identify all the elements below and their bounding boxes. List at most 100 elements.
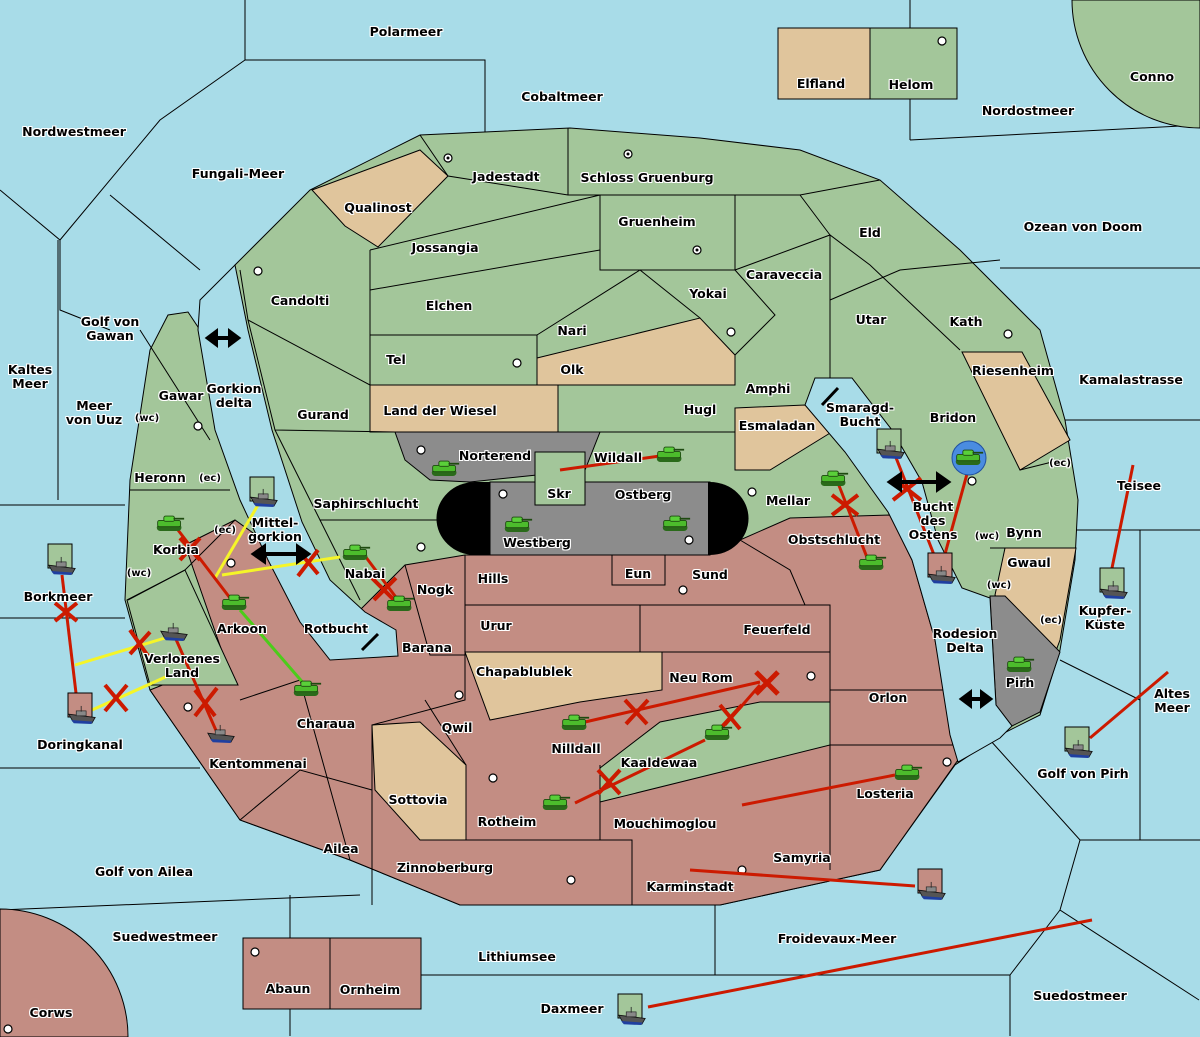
- province-label[interactable]: Ostberg: [614, 487, 672, 502]
- sea-label[interactable]: Nordostmeer: [981, 103, 1075, 118]
- sea-label[interactable]: Kupfer- Küste: [1078, 603, 1132, 632]
- province-label[interactable]: Arkoon: [217, 621, 267, 636]
- province-label[interactable]: Rotheim: [477, 814, 537, 829]
- province-label[interactable]: Qwil: [441, 720, 473, 735]
- sea-label[interactable]: Kamalastrasse: [1079, 372, 1183, 387]
- sea-label[interactable]: Fungali-Meer: [191, 166, 285, 181]
- province-label[interactable]: Nabai: [344, 566, 386, 581]
- province-label[interactable]: Gurand: [297, 407, 349, 422]
- sea-label[interactable]: Rotbucht: [303, 621, 369, 636]
- province-label[interactable]: Land der Wiesel: [383, 403, 497, 418]
- sea-label[interactable]: Ozean von Doom: [1023, 219, 1143, 234]
- province-label[interactable]: Hills: [477, 571, 509, 586]
- island-label[interactable]: Elfland: [796, 76, 846, 91]
- island-label[interactable]: Abaun: [265, 981, 311, 996]
- province-label[interactable]: Schloss Gruenburg: [580, 170, 714, 185]
- island-label[interactable]: Conno: [1129, 69, 1175, 84]
- coast-label-bynn-ec[interactable]: (ec): [1049, 458, 1071, 469]
- coast-label-gwaul-ec[interactable]: (ec): [1040, 615, 1062, 626]
- province-label[interactable]: Kaaldewaa: [620, 755, 698, 770]
- province-label[interactable]: Riesenheim: [972, 363, 1054, 378]
- province-label[interactable]: Nari: [557, 323, 587, 338]
- province-label[interactable]: Eun: [624, 566, 652, 581]
- island-label[interactable]: Ornheim: [339, 982, 401, 997]
- sea-label[interactable]: Doringkanal: [37, 737, 123, 752]
- province-label[interactable]: Olk: [560, 362, 584, 377]
- province-label[interactable]: Ailea: [323, 841, 359, 856]
- sea-label[interactable]: Golf von Pirh: [1037, 766, 1129, 781]
- province-label[interactable]: Saphirschlucht: [313, 496, 419, 511]
- sea-label[interactable]: Gorkion delta: [206, 381, 262, 410]
- province-label[interactable]: Hugl: [683, 402, 717, 417]
- province-label[interactable]: Chapablublek: [475, 664, 573, 679]
- province-label[interactable]: Feuerfeld: [743, 622, 811, 637]
- island-label[interactable]: Corws: [29, 1005, 73, 1020]
- province-label[interactable]: Caraveccia: [745, 267, 823, 282]
- sea-label[interactable]: Suedostmeer: [1033, 988, 1127, 1003]
- province-label[interactable]: Candolti: [270, 293, 330, 308]
- province-label[interactable]: Verlorenes Land: [144, 651, 220, 680]
- province-label[interactable]: Tel: [386, 352, 406, 367]
- province-label[interactable]: Esmaladan: [738, 418, 816, 433]
- sea-label[interactable]: Polarmeer: [369, 24, 443, 39]
- province-label[interactable]: Barana: [402, 640, 452, 655]
- sea-label[interactable]: Altes Meer: [1154, 686, 1190, 715]
- province-label[interactable]: Pirh: [1005, 675, 1035, 690]
- province-label[interactable]: Amphi: [745, 381, 791, 396]
- province-label[interactable]: Gwaul: [1007, 555, 1051, 570]
- province-label[interactable]: Yokai: [689, 286, 727, 301]
- province-label[interactable]: Nogk: [416, 582, 454, 597]
- province-label[interactable]: Kath: [949, 314, 983, 329]
- province-label[interactable]: Obstschlucht: [787, 532, 881, 547]
- province-label[interactable]: Westberg: [503, 535, 571, 550]
- province-label[interactable]: Elchen: [425, 298, 473, 313]
- province-label[interactable]: Charaua: [296, 716, 356, 731]
- province-label[interactable]: Norterend: [458, 448, 532, 463]
- island-label[interactable]: Helom: [888, 77, 934, 92]
- province-label[interactable]: Skr: [547, 486, 571, 501]
- province-label[interactable]: Karminstadt: [646, 879, 734, 894]
- province-label[interactable]: Sund: [692, 567, 728, 582]
- province-label[interactable]: Nilldall: [551, 741, 601, 756]
- province-label[interactable]: Bynn: [1006, 525, 1042, 540]
- province-label[interactable]: Zinnoberburg: [396, 860, 494, 875]
- province-label[interactable]: Mellar: [765, 493, 811, 508]
- province-label[interactable]: Losteria: [856, 786, 914, 801]
- sea-label[interactable]: Golf von Ailea: [94, 864, 194, 879]
- sea-label[interactable]: Daxmeer: [540, 1001, 604, 1016]
- province-label[interactable]: Urur: [480, 618, 512, 633]
- province-label[interactable]: Orlon: [868, 690, 908, 705]
- province-label[interactable]: Sottovia: [388, 792, 448, 807]
- province-label[interactable]: Gruenheim: [618, 214, 696, 229]
- sea-label[interactable]: Smaragd- Bucht: [825, 400, 895, 429]
- province-label[interactable]: Wildall: [593, 450, 643, 465]
- province-label[interactable]: Jadestadt: [472, 169, 540, 184]
- sea-label[interactable]: Mittel- gorkion: [248, 515, 302, 544]
- coast-label-heronn-ec[interactable]: (ec): [199, 473, 221, 484]
- province-label[interactable]: Samyria: [773, 850, 831, 865]
- sea-label[interactable]: Borkmeer: [23, 589, 93, 604]
- province-label[interactable]: Gawar: [158, 388, 204, 403]
- province-label[interactable]: Qualinost: [344, 200, 412, 215]
- sea-label[interactable]: Froidevaux-Meer: [777, 931, 897, 946]
- sea-label[interactable]: Golf von Gawan: [80, 314, 140, 343]
- sea-label[interactable]: Suedwestmeer: [112, 929, 218, 944]
- coast-label-gwaul-wc[interactable]: (wc): [986, 580, 1012, 591]
- province-label[interactable]: Utar: [855, 312, 887, 327]
- sea-label[interactable]: Teisee: [1116, 478, 1162, 493]
- sea-label[interactable]: Meer von Uuz: [65, 398, 123, 427]
- province-label[interactable]: Korbia: [153, 542, 199, 557]
- province-label[interactable]: Heronn: [134, 470, 186, 485]
- sea-label[interactable]: Kaltes Meer: [7, 362, 53, 391]
- province-label[interactable]: Jossangia: [411, 240, 479, 255]
- sea-label[interactable]: Rodesion Delta: [932, 626, 998, 655]
- coast-label-korbia-ec[interactable]: (ec): [214, 525, 236, 536]
- sea-label[interactable]: Nordwestmeer: [22, 124, 126, 139]
- province-label[interactable]: Bridon: [929, 410, 977, 425]
- sea-label[interactable]: Lithiumsee: [478, 949, 556, 964]
- province-label[interactable]: Eld: [859, 225, 881, 240]
- province-label[interactable]: Kentommenai: [209, 756, 307, 771]
- coast-label-korbia-wc[interactable]: (wc): [126, 568, 152, 579]
- coast-label-bynn-wc[interactable]: (wc): [974, 531, 1000, 542]
- province-label[interactable]: Mouchimoglou: [613, 816, 717, 831]
